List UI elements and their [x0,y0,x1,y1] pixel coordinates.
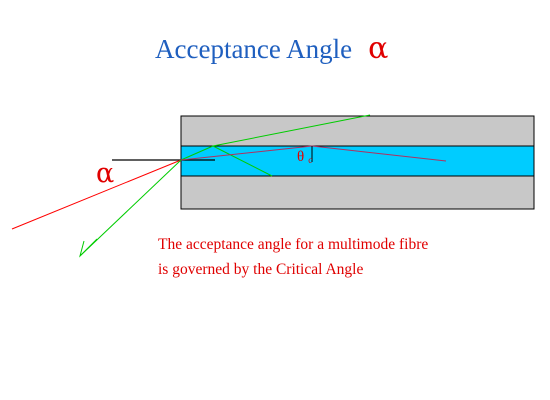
incident-ray-green [79,159,182,257]
title-alpha-symbol: α [368,31,388,66]
guided-ray-reflected [311,145,447,162]
theta-subscript: c [308,155,312,165]
incident-ray-red [11,159,182,230]
refracted-ray-green-to-cladding [180,145,214,161]
acceptance-angle-label: α [96,158,114,189]
reflected-ray-green [212,145,273,177]
escaping-ray-green [212,114,371,147]
fibre-core [180,145,535,177]
critical-angle-label: θ c [297,148,312,165]
caption-line-2: is governed by the Critical Angle [158,261,363,278]
guided-ray-to-boundary [180,145,313,161]
slide-title: Acceptance Angle α [155,31,388,66]
title-text: Acceptance Angle [155,34,352,64]
theta-symbol: θ [297,149,304,165]
caption-line-1: The acceptance angle for a multimode fib… [158,236,428,253]
arrowhead-icon [79,238,98,258]
